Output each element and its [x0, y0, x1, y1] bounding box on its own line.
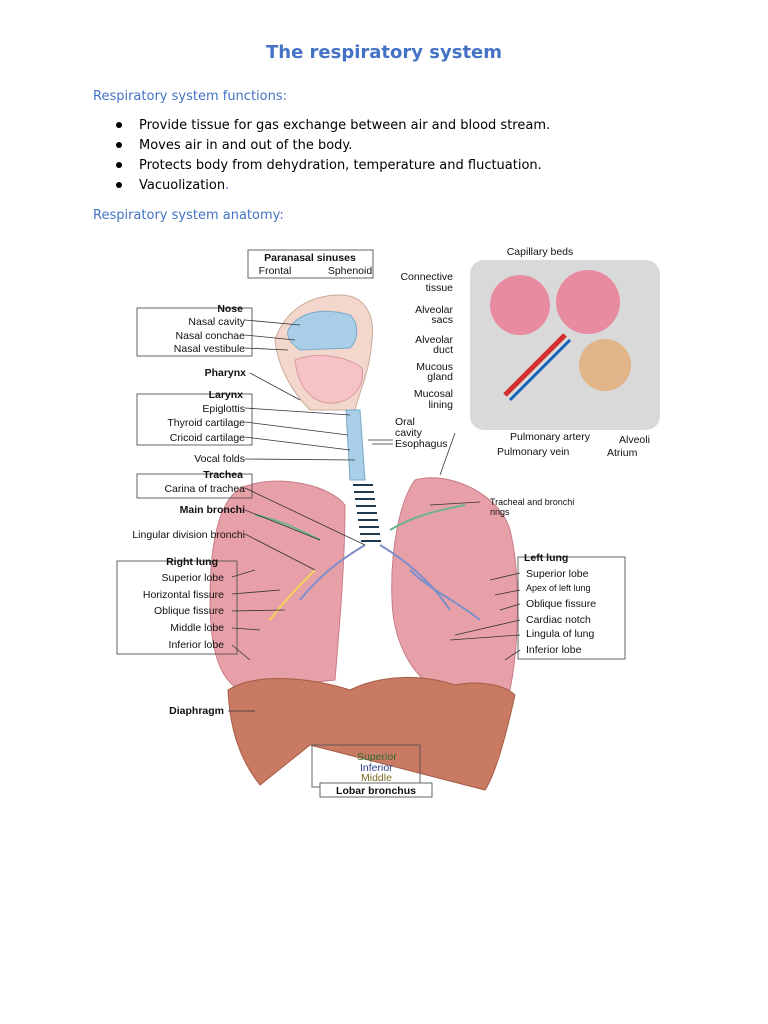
bullet-icon: [116, 162, 122, 168]
label-alveoli: Alveoli: [619, 434, 650, 446]
label-lobar-bronchus: Lobar bronchus: [336, 785, 416, 797]
respiratory-anatomy-figure: Paranasal sinuses Frontal Sphenoid Nose …: [116, 246, 660, 798]
label-horizontal-fissure: Horizontal fissure: [143, 589, 224, 601]
label-cardiac-notch: Cardiac notch: [526, 614, 591, 626]
label-cricoid-cartilage: Cricoid cartilage: [170, 432, 245, 444]
left-lung-shape: [391, 477, 518, 691]
label-middle-lobe: Middle lobe: [170, 622, 224, 634]
label-apex-left-lung: Apex of left lung: [526, 583, 591, 593]
label-mucous-gland-2: gland: [427, 371, 453, 383]
tracheal-rings: [353, 484, 381, 542]
label-sphenoid: Sphenoid: [328, 265, 373, 277]
label-tissue: tissue: [426, 282, 454, 294]
label-nose: Nose: [217, 303, 243, 315]
label-mucosal-lining-1: Mucosal: [414, 388, 453, 400]
label-connective: Connective: [400, 271, 453, 283]
lobar-title-box: [319, 782, 433, 798]
label-inferior-lobe-left: Inferior lobe: [526, 644, 582, 656]
label-cavity: cavity: [395, 427, 423, 439]
label-trachea: Trachea: [203, 469, 243, 481]
diaphragm-shape: [227, 676, 516, 791]
alveolar-sac-cluster: [556, 270, 620, 334]
label-vocal-folds: Vocal folds: [194, 453, 245, 465]
alveolus-section: [579, 339, 631, 391]
label-superior-lobe-right: Superior lobe: [162, 572, 225, 584]
bullet-icon: [116, 142, 122, 148]
label-thyroid-cartilage: Thyroid cartilage: [167, 417, 245, 429]
label-inferior-lobe-right: Inferior lobe: [169, 639, 225, 651]
list-item: Provide tissue for gas exchange between …: [116, 116, 550, 136]
list-item: Vacuolization.: [116, 176, 550, 196]
label-oral: Oral: [395, 416, 415, 428]
page-title: The respiratory system: [265, 42, 503, 63]
label-diaphragm: Diaphragm: [169, 705, 224, 717]
label-pulmonary-vein: Pulmonary vein: [497, 446, 570, 458]
label-mucosal-lining-2: lining: [428, 399, 453, 411]
anatomy-heading: Respiratory system anatomy:: [93, 208, 284, 223]
pulmonary-artery-vessel: [503, 333, 567, 397]
larynx-box: [136, 393, 253, 446]
label-pharynx: Pharynx: [205, 367, 247, 379]
label-tracheal-rings-1: Tracheal and bronchi: [490, 497, 574, 507]
oral-cavity-shape: [294, 355, 364, 404]
label-left-lung: Left lung: [524, 552, 568, 564]
label-oblique-fissure-right: Oblique fissure: [154, 605, 224, 617]
trachea-shape: [345, 409, 366, 481]
label-carina: Carina of trachea: [164, 483, 245, 495]
label-paranasal-sinuses: Paranasal sinuses: [264, 252, 356, 264]
label-inferior: Inferior: [360, 762, 393, 774]
functions-heading: Respiratory system functions:: [93, 89, 288, 104]
label-tracheal-rings-2: rings: [490, 507, 510, 517]
left-lung-box: [517, 556, 626, 660]
label-nasal-vestibule: Nasal vestibule: [174, 343, 245, 355]
label-superior-lobe-left: Superior lobe: [526, 568, 589, 580]
right-lung-box: [116, 560, 238, 655]
label-lingular-division: Lingular division bronchi: [132, 529, 245, 541]
alveolar-sac-cluster: [490, 275, 550, 335]
right-lung-shape: [209, 480, 346, 691]
label-oblique-fissure-left: Oblique fissure: [526, 598, 596, 610]
label-atrium: Atrium: [607, 447, 638, 459]
nose-box: [136, 307, 253, 357]
label-alveolar-duct-2: duct: [433, 344, 453, 356]
label-lingula: Lingula of lung: [526, 628, 594, 640]
bullet-icon: [116, 182, 122, 188]
label-capillary-beds: Capillary beds: [507, 246, 574, 258]
trachea-box: [136, 473, 253, 499]
label-alveolar-sacs-1: Alveolar: [415, 304, 453, 316]
label-superior: Superior: [357, 751, 397, 763]
label-epiglottis: Epiglottis: [202, 403, 245, 415]
label-pulmonary-artery: Pulmonary artery: [510, 431, 591, 443]
label-alveolar-duct-1: Alveolar: [415, 334, 453, 346]
label-esophagus: Esophagus: [395, 438, 448, 450]
leader-lines: [228, 319, 521, 712]
label-alveolar-sacs-2: sacs: [431, 314, 453, 326]
label-nasal-cavity: Nasal cavity: [188, 316, 245, 328]
sinuses-box: [247, 249, 374, 279]
label-frontal: Frontal: [259, 265, 292, 277]
label-nasal-conchae: Nasal conchae: [176, 330, 246, 342]
label-main-bronchi: Main bronchi: [180, 504, 245, 516]
list-item: Protects body from dehydration, temperat…: [116, 156, 550, 176]
functions-list: Provide tissue for gas exchange between …: [116, 116, 550, 196]
nasal-cavity-shape: [287, 310, 358, 351]
label-middle: Middle: [361, 772, 392, 784]
label-larynx: Larynx: [209, 389, 244, 401]
label-right-lung: Right lung: [166, 556, 218, 568]
label-mucous-gland-1: Mucous: [416, 361, 453, 373]
pulmonary-vein-vessel: [508, 338, 572, 402]
bullet-icon: [116, 122, 122, 128]
list-item: Moves air in and out of the body.: [116, 136, 550, 156]
